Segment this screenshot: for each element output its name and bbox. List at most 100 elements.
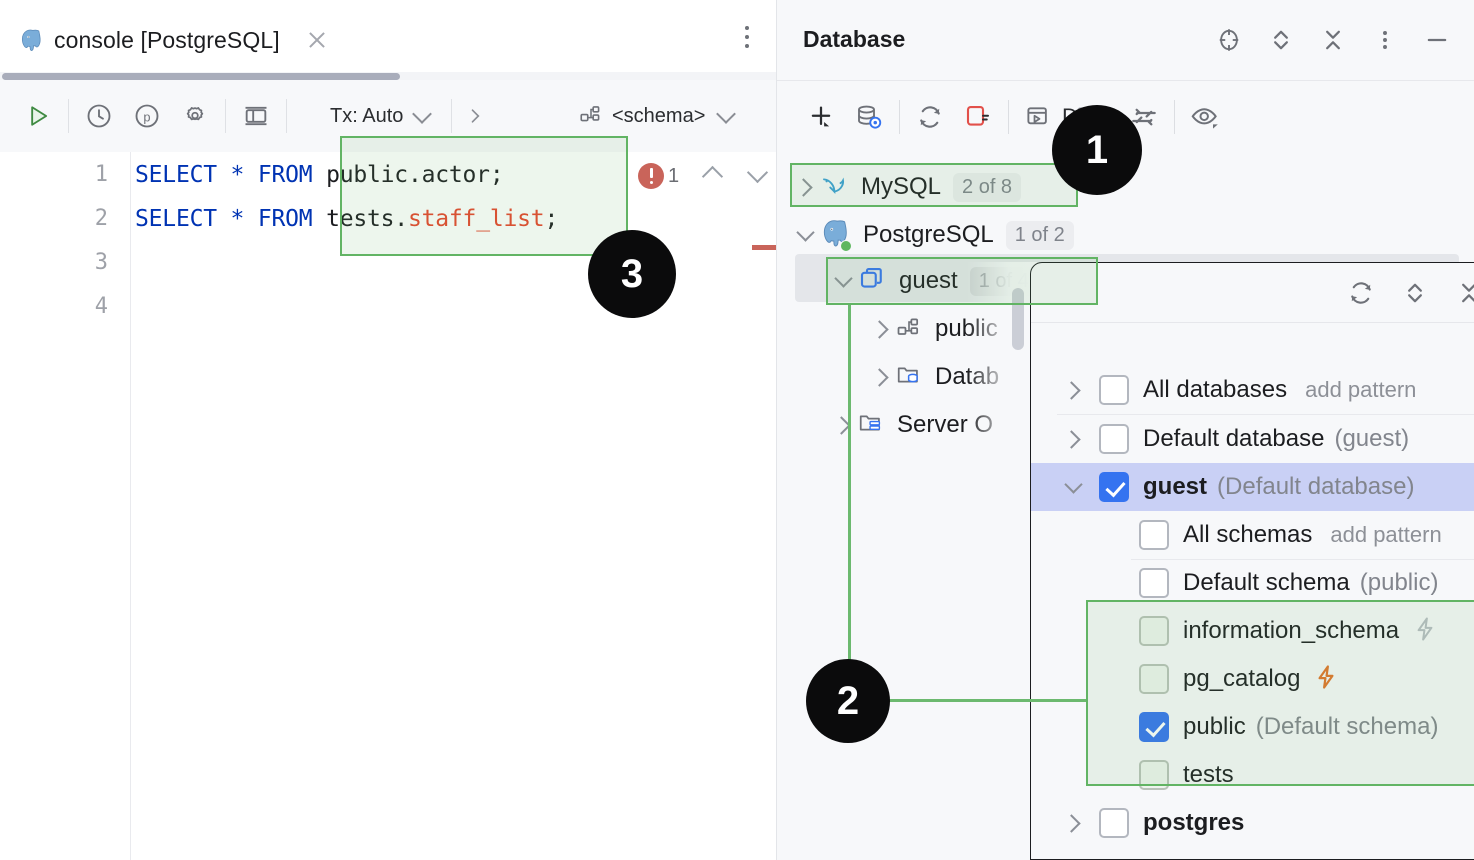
- checkbox-pg-catalog[interactable]: [1139, 664, 1169, 694]
- annotation-connector-horizontal: [886, 699, 1086, 702]
- chevron-right-icon[interactable]: [1059, 425, 1087, 453]
- popup-suffix-default-schema: (public): [1359, 569, 1439, 596]
- popup-header: [1031, 263, 1474, 323]
- run-play-icon[interactable]: [14, 80, 62, 152]
- clock-history-icon[interactable]: [75, 80, 123, 152]
- checkbox-all-databases[interactable]: [1099, 375, 1129, 405]
- code-text-area[interactable]: SELECT * FROM public.actor; SELECT * FRO…: [131, 152, 776, 860]
- chevron-right-icon[interactable]: [867, 315, 895, 343]
- locate-target-icon[interactable]: [1205, 12, 1253, 68]
- close-icon[interactable]: [306, 29, 328, 51]
- checkbox-postgres[interactable]: [1099, 808, 1129, 838]
- chevron-right-icon[interactable]: [867, 363, 895, 391]
- editor-tab-console[interactable]: console [PostgreSQL]: [18, 18, 328, 62]
- schema-node-icon: [895, 313, 923, 346]
- callout-badge-2: 2: [806, 659, 890, 743]
- toolbar-divider-2: [225, 99, 226, 133]
- more-vertical-icon[interactable]: [1361, 12, 1409, 68]
- refresh-icon[interactable]: [906, 81, 954, 153]
- more-vertical-icon[interactable]: [744, 26, 750, 54]
- error-stripe-mark[interactable]: [752, 245, 776, 250]
- sql-unresolved-reference: staff_list: [407, 206, 545, 232]
- inspection-widget[interactable]: 1: [638, 161, 769, 189]
- chevron-right-icon[interactable]: [1059, 809, 1087, 837]
- popup-row-all-databases[interactable]: All databases add pattern: [1031, 366, 1474, 414]
- error-circle-icon: [638, 163, 664, 189]
- popup-label-guest: guest: [1143, 473, 1208, 500]
- checkbox-default-database[interactable]: [1099, 424, 1129, 454]
- chevron-right-icon[interactable]: [1059, 376, 1087, 404]
- popup-row-default-database[interactable]: Default database (guest): [1031, 415, 1474, 463]
- transaction-mode-label[interactable]: Tx: Auto: [330, 104, 404, 127]
- popup-label-postgres: postgres: [1143, 809, 1245, 836]
- collapse-all-icon[interactable]: [1445, 268, 1474, 318]
- view-options-icon[interactable]: [1181, 81, 1229, 153]
- schema-selector-label[interactable]: <schema>: [612, 104, 706, 127]
- tree-label-mysql: MySQL: [861, 173, 942, 200]
- panel-layout-icon[interactable]: [232, 80, 280, 152]
- disconnect-icon[interactable]: [954, 81, 1002, 153]
- checkbox-guest[interactable]: [1099, 472, 1129, 502]
- open-console-icon[interactable]: [1015, 81, 1063, 153]
- expand-collapse-icon[interactable]: [1391, 268, 1439, 318]
- line-number: 4: [94, 294, 108, 319]
- popup-row-information-schema[interactable]: information_schema: [1031, 607, 1474, 655]
- checkbox-public[interactable]: [1139, 712, 1169, 742]
- tree-count-postgresql: 1 of 2: [1005, 220, 1074, 250]
- sql-keyword: SELECT * FROM: [135, 162, 327, 188]
- chevron-down-icon[interactable]: [747, 161, 769, 183]
- postgresql-elephant-icon: [18, 27, 44, 53]
- editor-scrollbar-thumb[interactable]: [2, 73, 400, 80]
- add-pattern-link[interactable]: add pattern: [1305, 377, 1417, 402]
- tree-row-postgresql[interactable]: PostgreSQL 1 of 2: [791, 211, 1074, 259]
- tree-label-postgresql: PostgreSQL: [863, 221, 994, 248]
- toolbar-divider-4: [451, 99, 453, 133]
- connected-status-dot: [840, 239, 852, 252]
- chevron-down-icon[interactable]: [791, 221, 819, 249]
- popup-label-all-databases: All databases: [1143, 376, 1288, 403]
- gear-icon[interactable]: [171, 80, 219, 152]
- tree-row-mysql[interactable]: MySQL 2 of 8: [791, 163, 1022, 211]
- popup-row-public[interactable]: public (Default schema): [1031, 703, 1474, 751]
- checkbox-all-schemas[interactable]: [1139, 520, 1169, 550]
- data-source-properties-icon[interactable]: [845, 81, 893, 153]
- popup-row-guest[interactable]: guest (Default database): [1031, 463, 1474, 511]
- add-plus-icon[interactable]: [797, 81, 845, 153]
- tree-row-databases[interactable]: Datab: [867, 353, 999, 401]
- p-circle-icon[interactable]: p: [123, 80, 171, 152]
- minimize-icon[interactable]: [1413, 12, 1461, 68]
- tree-count-mysql: 2 of 8: [953, 172, 1022, 202]
- tree-label-databases: Datab: [935, 363, 1000, 390]
- expand-collapse-icon[interactable]: [1257, 12, 1305, 68]
- line-number-gutter: 1 2 3 4: [0, 152, 131, 860]
- popup-suffix-default-database: (guest): [1334, 425, 1410, 452]
- refresh-icon[interactable]: [1337, 268, 1385, 318]
- popup-row-pg-catalog[interactable]: pg_catalog: [1031, 655, 1474, 703]
- popup-label-all-schemas: All schemas: [1183, 521, 1313, 548]
- collapse-all-icon[interactable]: [1309, 12, 1357, 68]
- chevron-down-icon[interactable]: [412, 103, 433, 124]
- popup-label-default-database: Default database: [1143, 425, 1325, 452]
- checkbox-information-schema[interactable]: [1139, 616, 1169, 646]
- chevron-down-icon[interactable]: [716, 103, 737, 124]
- tree-row-server-objects[interactable]: Server O: [829, 401, 993, 449]
- callout-badge-3: 3: [588, 230, 676, 318]
- svg-text:p: p: [143, 109, 150, 124]
- chevron-right-icon[interactable]: [458, 106, 492, 126]
- popup-row-default-schema[interactable]: Default schema (public): [1031, 559, 1474, 607]
- chevron-down-icon[interactable]: [1059, 473, 1087, 501]
- database-panel-title: Database: [803, 26, 906, 52]
- mysql-dolphin-icon: [819, 170, 849, 205]
- code-line-2: SELECT * FROM tests.staff_list;: [135, 206, 558, 232]
- tree-row-public[interactable]: public: [867, 305, 998, 353]
- popup-divider: [1131, 559, 1474, 560]
- add-pattern-link[interactable]: add pattern: [1330, 522, 1442, 547]
- popup-row-all-schemas[interactable]: All schemas add pattern: [1031, 511, 1474, 559]
- checkbox-default-schema[interactable]: [1139, 568, 1169, 598]
- chevron-up-icon[interactable]: [702, 165, 724, 187]
- code-line-1: SELECT * FROM public.actor;: [135, 162, 504, 188]
- popup-row-postgres[interactable]: postgres: [1031, 799, 1474, 847]
- chevron-right-icon[interactable]: [829, 411, 857, 439]
- sql-object: tests.: [326, 206, 408, 232]
- sync-arrows-icon[interactable]: [1120, 81, 1168, 153]
